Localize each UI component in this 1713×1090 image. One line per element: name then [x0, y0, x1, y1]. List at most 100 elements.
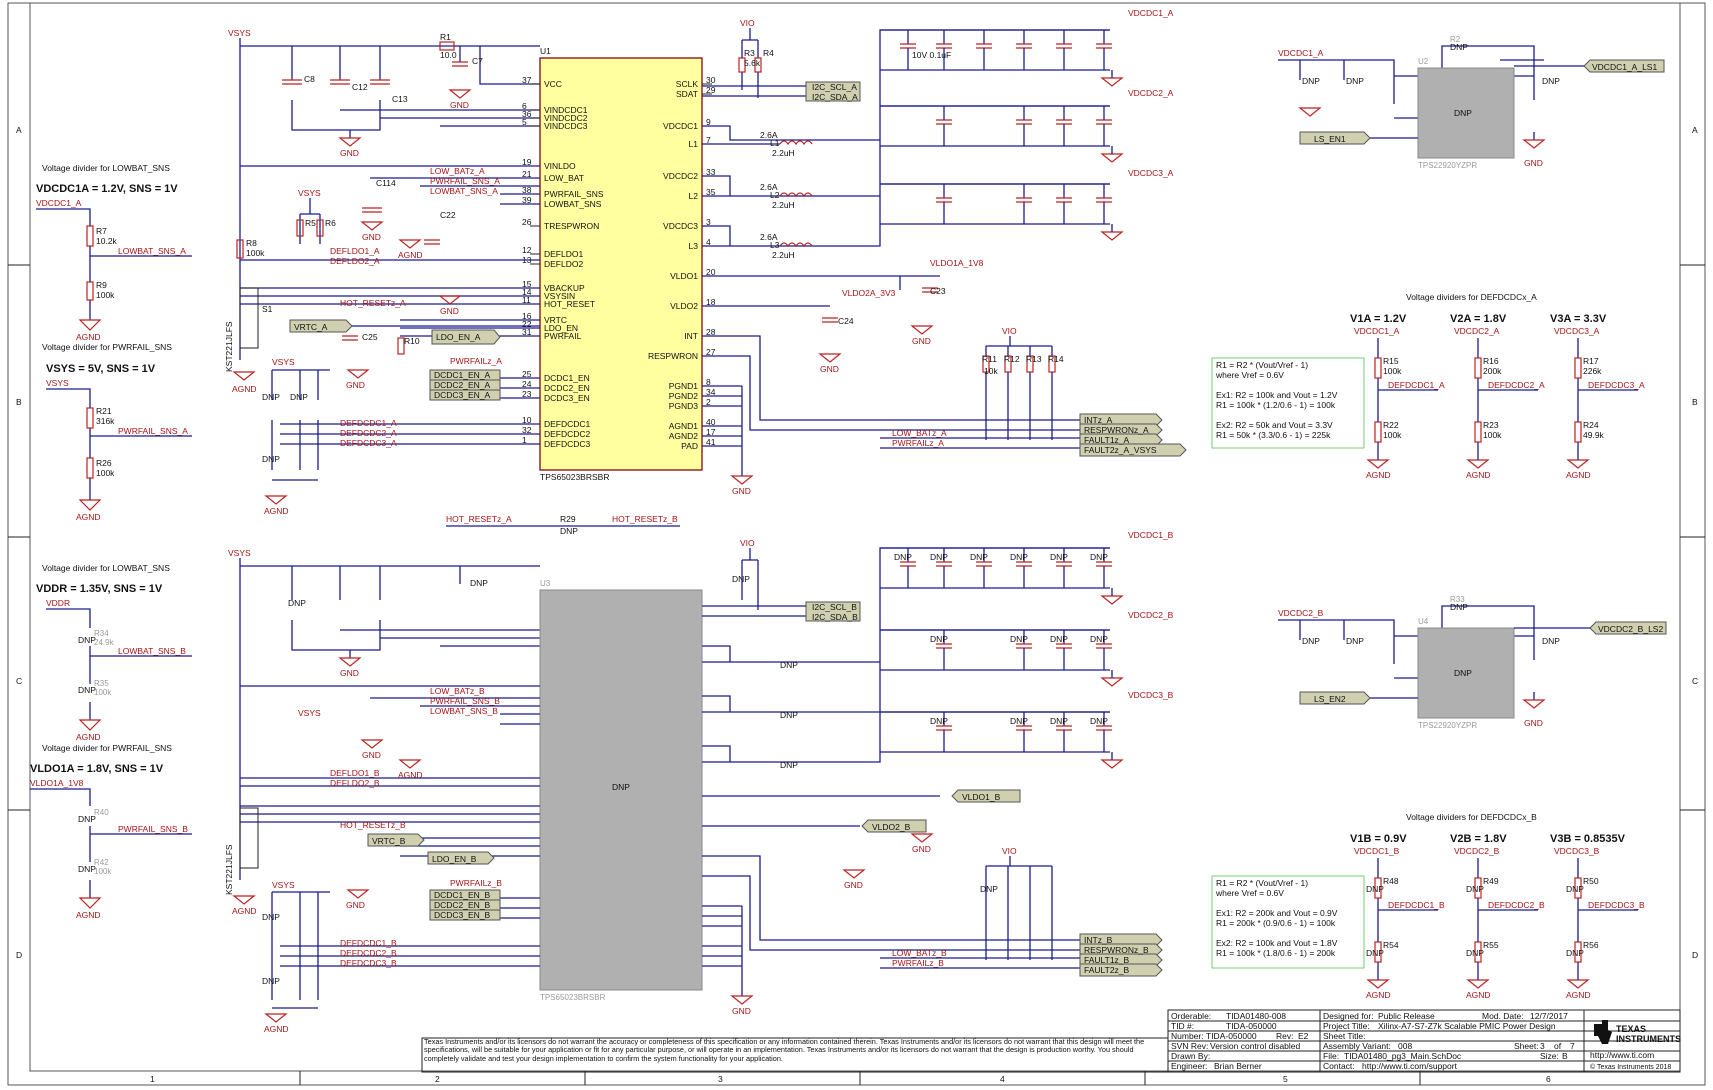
dnp-marker: DNP [1050, 716, 1068, 726]
output-capacitor [1056, 643, 1072, 649]
u1-pin-number: 26 [522, 217, 532, 227]
gnd-symbol [1100, 595, 1124, 605]
output-capacitor [1056, 197, 1072, 203]
dnp-marker: DNP [1346, 76, 1364, 86]
u1-pin-label: LDO_EN [544, 323, 578, 333]
output-capacitor [1056, 119, 1072, 125]
divider-rb-ref: R22 [1383, 420, 1399, 430]
dnp-marker: DNP [1542, 76, 1560, 86]
gnd-symbol [1298, 107, 1322, 117]
agnd-symbol [1566, 979, 1590, 989]
divider-rt-ref: R50 [1583, 876, 1599, 886]
i2c-port [805, 81, 861, 102]
gnd-label: GND [732, 1006, 751, 1016]
output-capacitor [936, 43, 952, 49]
agnd-label: AGND [1366, 470, 1391, 480]
s1-ref: S1 [262, 304, 273, 314]
resistor-r7 [86, 225, 94, 247]
u1-pin-number: 35 [706, 187, 716, 197]
fault2z-net: FAULT2z_A_VSYS [1084, 445, 1157, 455]
r-pullup-value: 10k [984, 366, 998, 376]
note-line: Ex2: R2 = 50k and Vout = 3.3V [1216, 420, 1333, 430]
u1-pin-label: L1 [689, 139, 699, 149]
gnd-symbol [818, 353, 842, 363]
output-capacitor [1096, 561, 1112, 567]
divider-title: Voltage divider for PWRFAIL_SNS [42, 743, 172, 753]
vrtc-port [367, 833, 425, 847]
u1-pin-number: 17 [706, 427, 716, 437]
l1-ref: L1 [770, 138, 780, 148]
r1-value: 10.0 [440, 50, 457, 60]
divider-net: DEFDCDC2_B [1488, 900, 1545, 910]
u1-pin-label: VDCDC1 [663, 121, 698, 131]
ls-in-net: VDCDC1_A [1278, 48, 1324, 58]
note-line: R1 = 200k * (0.9/0.6 - 1) = 100k [1216, 918, 1336, 928]
c1-values: 10V 0.1uF [912, 50, 951, 60]
agnd-label: AGND [1366, 990, 1391, 1000]
tb-size: B [1562, 1051, 1568, 1061]
output-capacitor [1016, 197, 1032, 203]
tb-orderable-label: Orderable: [1171, 1011, 1211, 1021]
u1-pin-label: VLDO2 [670, 301, 698, 311]
r42-value: 100k [94, 867, 112, 876]
pwrfail-sns-net: PWRFAIL_SNS_A [118, 426, 188, 436]
ls-part: TPS22920YZPR [1418, 721, 1477, 730]
dnp-marker: DNP [1050, 552, 1068, 562]
dnp-marker: DNP [78, 685, 96, 695]
ls-part: TPS22920YZPR [1418, 161, 1477, 170]
output-capacitor [976, 561, 992, 567]
note-line: R1 = 50k * (3.3/0.6 - 1) = 225k [1216, 430, 1331, 440]
defdcdc-dividers-a: Voltage dividers for DEFDCDCx_A R1 = R2 … [1211, 292, 1645, 480]
u1-pin-label: VINDCDC3 [544, 121, 588, 131]
vrtc-net: VRTC_A [294, 322, 328, 332]
u1-pin-label: DEFDCDC1 [544, 419, 591, 429]
agnd-label: AGND [232, 384, 257, 394]
output-capacitor [936, 643, 952, 649]
output-capacitor-banks: 10V 0.1uF [880, 29, 1124, 241]
dnp-marker: DNP [930, 716, 948, 726]
r34-value: 24.9k [94, 638, 115, 647]
defldo1-net: DEFLDO1_B [330, 768, 380, 778]
dnp-marker: DNP [470, 578, 488, 588]
gnd-symbol [730, 995, 754, 1005]
pwrfail-sns-net: PWRFAIL_SNS_B [118, 824, 188, 834]
tb-tid: TIDA-050000 [1226, 1021, 1277, 1031]
l3-current: 2.6A [760, 232, 778, 242]
pwrfailz-out-net: PWRFAILz_A [892, 438, 944, 448]
respwronz-net: RESPWRONz_A [1084, 425, 1149, 435]
gnd-label: GND [346, 900, 365, 910]
u1-pin-number: 32 [522, 425, 532, 435]
u1-pin-label: SDAT [676, 89, 698, 99]
u1-pin-label: RESPWRON [648, 351, 698, 361]
gnd-label: GND [346, 380, 365, 390]
ls-u4-body [1417, 627, 1515, 719]
u1-pin-number: 12 [522, 245, 532, 255]
l1-value: 2.2uH [772, 148, 795, 158]
output-capacitor [936, 119, 952, 125]
agnd-symbol [1366, 979, 1390, 989]
divider-bottom-resistor [1574, 941, 1582, 963]
dnp-marker: DNP [1366, 948, 1384, 958]
ls-en-net: LS_EN2 [1314, 694, 1346, 704]
gnd-symbol [1100, 759, 1124, 769]
zone-row-c-right: C [1692, 676, 1698, 686]
ls-en-port [1299, 691, 1371, 705]
u1-pin-number: 7 [706, 135, 711, 145]
divider-heading: V2B = 1.8V [1450, 833, 1507, 845]
low-batz-net: LOW_BATz_B [430, 686, 485, 696]
output-capacitor [976, 43, 992, 49]
dnp-marker: DNP [262, 454, 280, 464]
dcdc-en-ports: DCDC1_EN_A DCDC2_EN_A DCDC3_EN_A [429, 369, 501, 401]
note-line: R1 = R2 * (Vout/Vref - 1) [1216, 878, 1308, 888]
r13-ref: R13 [1026, 354, 1042, 364]
divider-net: DEFDCDC3_B [1588, 900, 1645, 910]
dnp-marker: DNP [1302, 76, 1320, 86]
tb-rev: E2 [1298, 1031, 1309, 1041]
switch-part: KST221JLFS [224, 844, 234, 895]
dcdc1-en-net: DCDC1_EN_A [434, 370, 491, 380]
pwrfailz-net: PWRFAILz_B [450, 878, 502, 888]
tb-of: 7 [1570, 1041, 1575, 1051]
divider-source-net: VSYS [46, 378, 69, 388]
vio-label: VIO [1002, 846, 1017, 856]
tb-copyright: © Texas Instruments 2018 [1590, 1063, 1671, 1071]
